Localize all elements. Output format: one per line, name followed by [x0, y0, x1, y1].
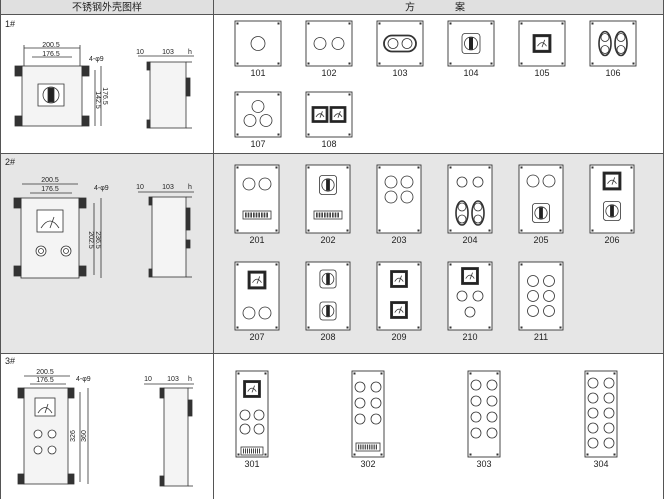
- scheme-205: 205: [518, 164, 564, 245]
- row-2-front-drawing: [13, 183, 102, 279]
- row-1-dim-depth-right: h: [188, 49, 192, 56]
- row-3-dim-depth: 103: [167, 376, 179, 383]
- scheme-202: 202: [305, 164, 351, 245]
- scheme-206: 206: [589, 164, 635, 245]
- row-1-dim-inner-width: 176.5: [42, 51, 60, 58]
- row-3-dim-depth-right: h: [188, 376, 192, 383]
- scheme-label: 102: [321, 68, 336, 78]
- panel-plate: [305, 20, 353, 67]
- row-1-dim-holes: 4-φ9: [89, 56, 104, 63]
- row-2-dim-inner-width: 176.5: [41, 186, 59, 193]
- row-3-dim-height-inner: 326: [70, 430, 77, 442]
- row-3-dim-inner-width: 176.5: [36, 377, 54, 384]
- row-2-dim-depth-left: 10: [136, 184, 144, 191]
- scheme-label: 207: [249, 332, 264, 342]
- scheme-label: 101: [250, 68, 265, 78]
- table-header: [0, 0, 664, 14]
- row-3-dim-holes: 4-φ9: [76, 376, 91, 383]
- row-2-id: 2#: [5, 157, 15, 167]
- scheme-204: 204: [447, 164, 493, 245]
- row-3-dim-depth-left: 10: [144, 376, 152, 383]
- scheme-label: 107: [250, 139, 265, 149]
- scheme-101: 101: [234, 20, 282, 78]
- scheme-label: 303: [476, 459, 491, 469]
- scheme-label: 104: [463, 68, 478, 78]
- row-3-side-drawing: [144, 383, 194, 487]
- row-2-dim-height-outer: 236.5: [94, 231, 101, 249]
- scheme-label: 301: [244, 459, 259, 469]
- scheme-label: 204: [462, 235, 477, 245]
- scheme-label: 106: [605, 68, 620, 78]
- row-2-dim-width: 200.5: [41, 177, 59, 184]
- row-1-side-drawing: [138, 55, 194, 129]
- scheme-104: 104: [447, 20, 495, 78]
- row-1-id: 1#: [5, 19, 15, 29]
- row-3-dim-width: 200.5: [36, 369, 54, 376]
- header-right-label-1: 方: [405, 1, 415, 14]
- scheme-panels: 101 102 103 104 105 106 107 108 201 202 203 204 205 2…: [234, 20, 637, 469]
- scheme-label: 206: [604, 235, 619, 245]
- row-1-dim-width: 200.5: [42, 42, 60, 49]
- scheme-label: 203: [391, 235, 406, 245]
- scheme-label: 201: [249, 235, 264, 245]
- scheme-label: 211: [534, 332, 548, 342]
- scheme-107: 107: [234, 91, 282, 149]
- scheme-209: 209: [376, 261, 422, 342]
- scheme-108: 108: [305, 91, 353, 149]
- scheme-label: 210: [462, 332, 477, 342]
- scheme-211: 211: [518, 261, 564, 342]
- scheme-203: 203: [376, 164, 422, 245]
- scheme-302: 302: [351, 370, 385, 469]
- panel-plate: [234, 164, 280, 234]
- scheme-207: 207: [234, 261, 280, 342]
- scheme-201: 201: [234, 164, 280, 245]
- row-2-dim-height-inner: 202.5: [87, 231, 94, 249]
- scheme-label: 108: [321, 139, 336, 149]
- row-2-dim-depth: 103: [162, 184, 174, 191]
- panel-plate: [376, 164, 422, 234]
- panel-plate: [589, 20, 637, 67]
- scheme-303: 303: [467, 370, 501, 469]
- scheme-label: 105: [534, 68, 549, 78]
- scheme-label: 103: [392, 68, 407, 78]
- scheme-105: 105: [518, 20, 566, 78]
- header-left-label: 不锈钢外壳图样: [72, 1, 142, 14]
- scheme-label: 209: [391, 332, 406, 342]
- scheme-301: 301: [235, 370, 269, 469]
- row-3-front-drawing: [17, 375, 89, 485]
- panel-plate: [234, 91, 282, 138]
- scheme-label: 205: [533, 235, 548, 245]
- panel-plate: [447, 164, 493, 234]
- row-1-front-drawing: [14, 45, 102, 127]
- row-1-dim-depth: 103: [162, 49, 174, 56]
- scheme-102: 102: [305, 20, 353, 78]
- row-1-dim-depth-left: 10: [136, 49, 144, 56]
- row-3-id: 3#: [5, 356, 15, 366]
- scheme-210: 210: [447, 261, 493, 342]
- scheme-label: 302: [360, 459, 375, 469]
- scheme-208: 208: [305, 261, 351, 342]
- scheme-label: 304: [593, 459, 608, 469]
- panel-plate: [518, 261, 564, 331]
- row-2-dim-depth-right: h: [188, 184, 192, 191]
- row-1-dim-height-outer: 176.5: [101, 87, 108, 105]
- scheme-103: 103: [376, 20, 424, 78]
- scheme-106: 106: [589, 20, 637, 78]
- scheme-label: 202: [320, 235, 335, 245]
- row-2-dim-holes: 4-φ9: [94, 185, 109, 192]
- header-right-label-2: 案: [455, 1, 465, 14]
- scheme-label: 208: [320, 332, 335, 342]
- row-1-dim-height-inner: 142.5: [94, 91, 101, 109]
- row-2-side-drawing: [138, 191, 194, 278]
- row-3-dim-height-outer: 360: [81, 430, 88, 442]
- scheme-304: 304: [584, 370, 618, 469]
